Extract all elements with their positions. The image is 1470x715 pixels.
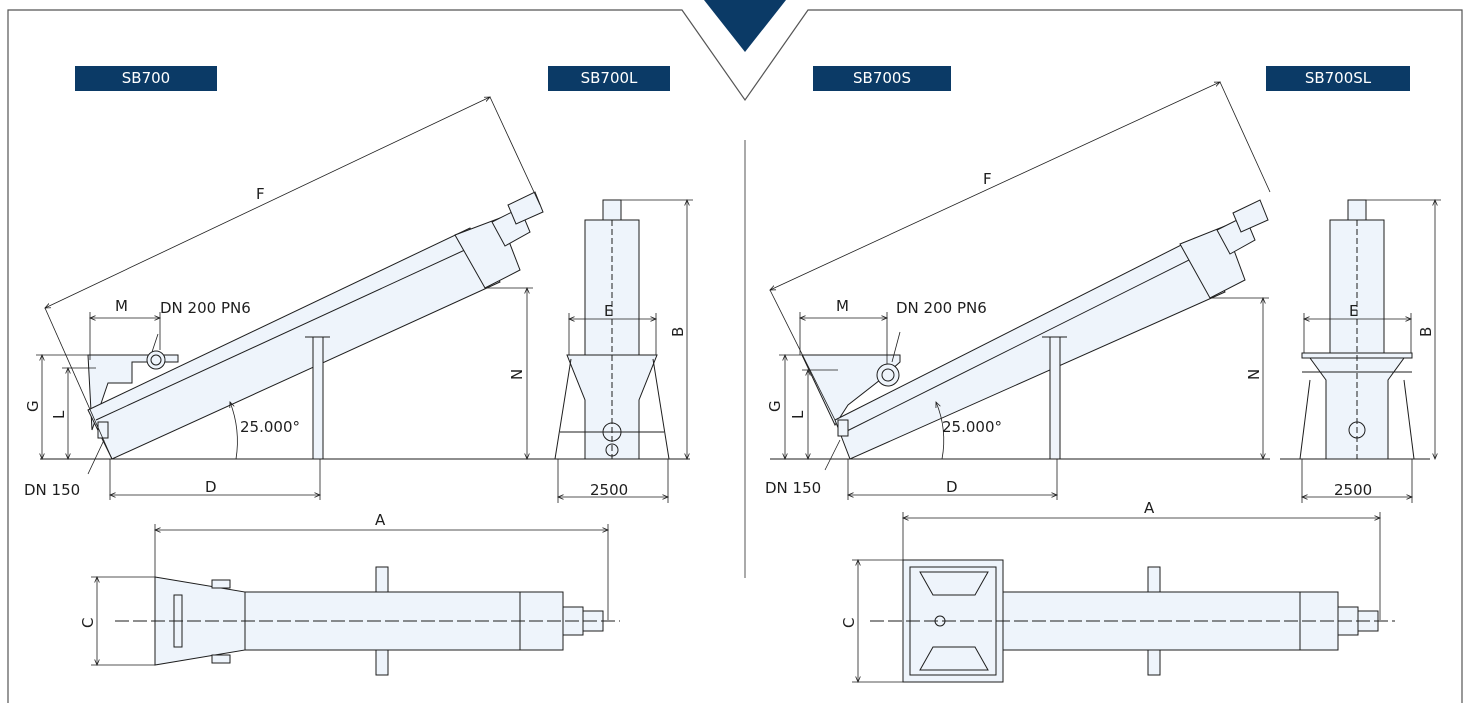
dim-f-right: F (983, 170, 992, 188)
dim-b-right: B (1417, 327, 1435, 337)
sb700s-dimensions (770, 82, 1271, 500)
dim-e-left: E (604, 302, 613, 320)
dim-n-right: N (1245, 369, 1263, 380)
dim-a-right: A (1144, 499, 1155, 517)
dim-a-left: A (375, 511, 386, 529)
sheet-frame (7, 9, 1463, 703)
dim-d-left: D (205, 478, 217, 496)
sb700-plan-view (115, 566, 620, 676)
dim-c-right: C (840, 618, 858, 628)
dim-g-right: G (766, 400, 784, 412)
outlet-label-left: DN 150 (24, 481, 80, 499)
sb700-dimensions (36, 97, 541, 500)
sb700l-end-view (540, 199, 690, 460)
sb700sl-dimensions (1302, 200, 1441, 503)
outlet-label-right: DN 150 (765, 479, 821, 497)
dim-m-right: M (836, 297, 849, 315)
dim-n-left: N (508, 369, 526, 380)
dimension-labels: F M DN 200 PN6 G L DN 150 D 25.000° N E … (24, 170, 1435, 628)
inlet-label-left: DN 200 PN6 (160, 299, 251, 317)
dim-d-right: D (946, 478, 958, 496)
dim-e-right: E (1349, 302, 1358, 320)
model-tag-sb700sl: SB700SL (1266, 66, 1410, 91)
sb700sl-end-view (1280, 199, 1430, 460)
dim-b-left: B (669, 327, 687, 337)
dim-f-left: F (256, 185, 265, 203)
sb700s-plan-dimensions (852, 512, 1380, 682)
angle-label-left: 25.000° (240, 418, 300, 436)
angle-label-right: 25.000° (942, 418, 1002, 436)
sb700-plan-dimensions (91, 524, 608, 665)
dim-c-left: C (79, 618, 97, 628)
brand-triangle (704, 0, 786, 52)
inlet-label-right: DN 200 PN6 (896, 299, 987, 317)
model-tag-sb700: SB700 (75, 66, 217, 91)
sb700s-plan-view (870, 559, 1395, 683)
model-tag-sb700s: SB700S (813, 66, 951, 91)
width-label-left: 2500 (590, 481, 628, 499)
dim-l-left: L (50, 410, 68, 419)
dim-l-right: L (789, 410, 807, 419)
model-tag-sb700l: SB700L (548, 66, 670, 91)
sb700l-dimensions (558, 200, 693, 503)
sb700s-side-view (770, 199, 1270, 460)
dim-g-left: G (24, 400, 42, 412)
width-label-right: 2500 (1334, 481, 1372, 499)
dim-m-left: M (115, 297, 128, 315)
